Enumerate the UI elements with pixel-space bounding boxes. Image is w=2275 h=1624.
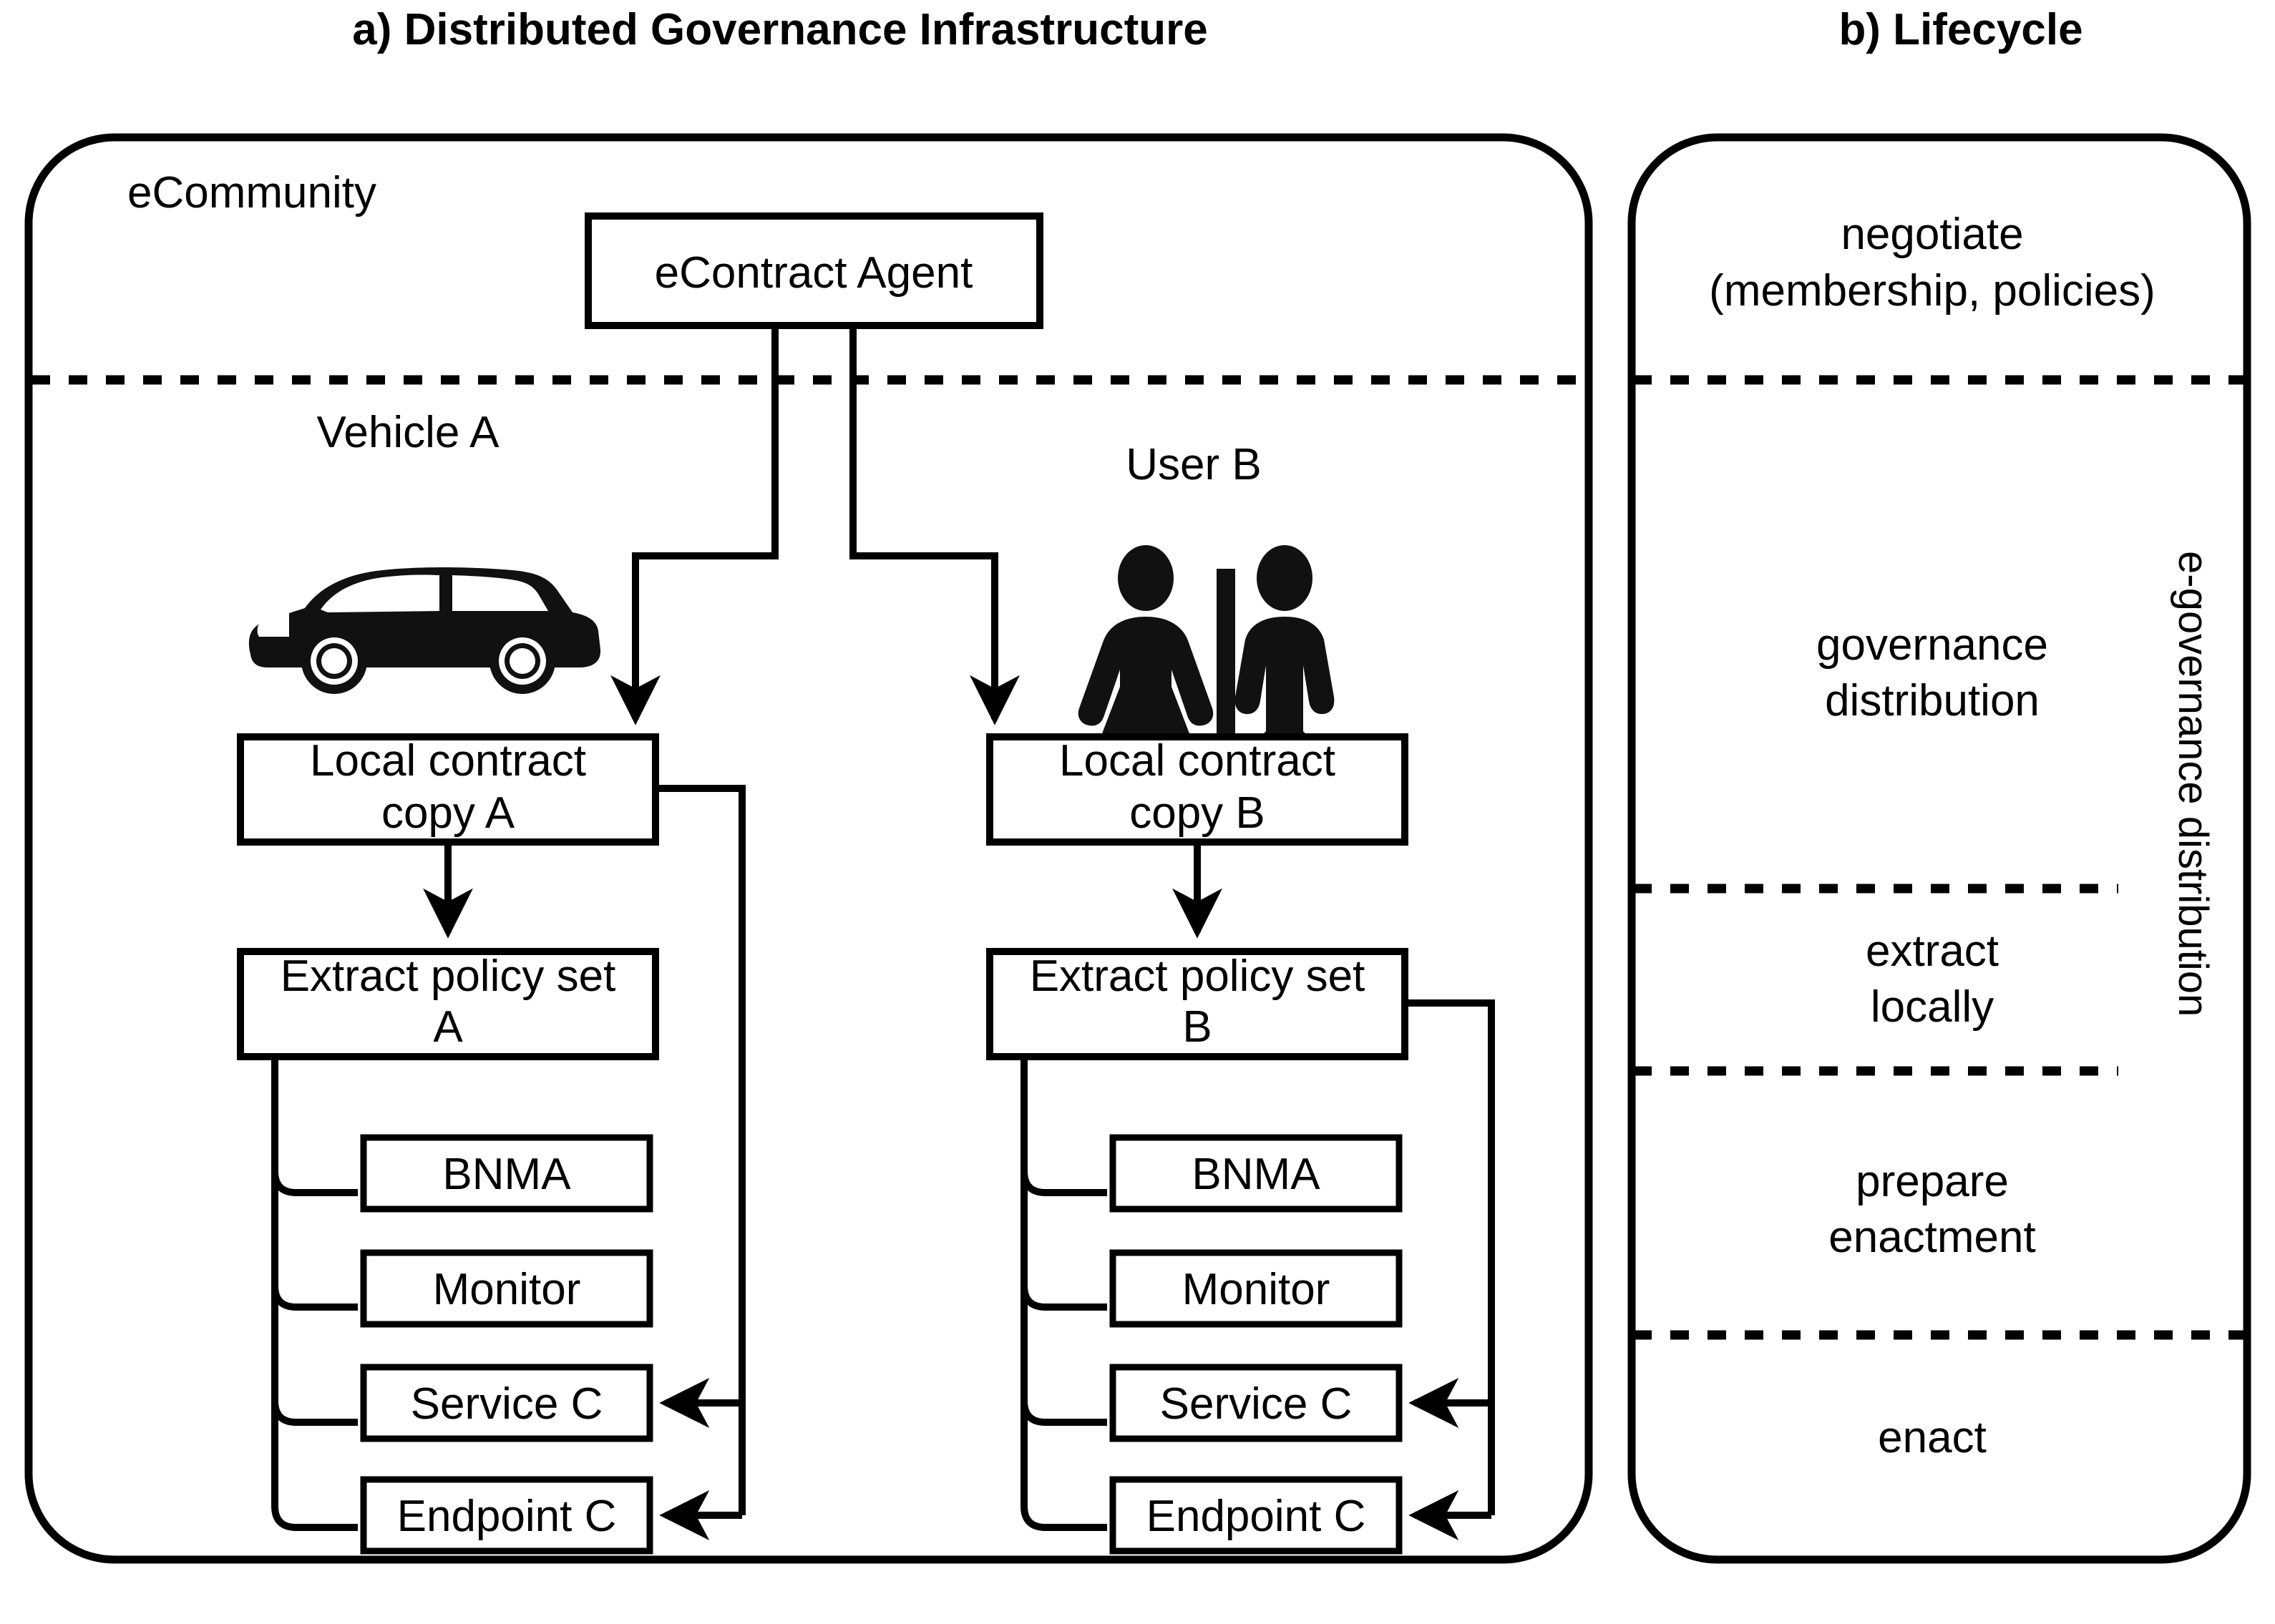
component-box-service-c-b[interactable] [1109, 1364, 1403, 1442]
local-contract-copy-b-line2: copy B [1129, 788, 1265, 838]
component-label-endpoint-c-b: Endpoint C [1146, 1492, 1366, 1541]
local-contract-copy-b-line1: Local contract [1059, 736, 1335, 786]
left-panel-title: a) Distributed Governance Infrastructure [352, 5, 1208, 54]
local-contract-copy-a-line1: Local contract [310, 736, 586, 786]
local-contract-copy-a-box[interactable] [237, 733, 659, 846]
component-box-bnma-a[interactable] [360, 1134, 653, 1213]
extract-policy-set-b-line1: Extract policy set [1030, 952, 1365, 1001]
component-box-monitor-a[interactable] [360, 1249, 653, 1328]
right-panel-title: b) Lifecycle [1838, 5, 2082, 54]
econtract-agent-label: eContract Agent [655, 248, 973, 298]
component-label-service-c-a: Service C [411, 1379, 603, 1429]
lifecycle-stage-extract-line1: extract [1866, 926, 1999, 976]
car-icon [248, 567, 601, 694]
local-contract-copy-b-box[interactable] [986, 733, 1408, 846]
lifecycle-stage-extract-line2: locally [1871, 982, 1994, 1032]
agent-to-contract-b-connector [849, 326, 1020, 725]
extract-policy-set-a-line2: A [433, 1002, 463, 1052]
e-governance-distribution-side-label: e-governance distribution [2170, 551, 2216, 1017]
component-box-bnma-b[interactable] [1109, 1134, 1403, 1213]
component-label-bnma-b: BNMA [1192, 1150, 1320, 1199]
extract-policy-set-b-line2: B [1182, 1002, 1212, 1052]
extract-b-branch-service [1020, 1400, 1107, 1426]
extract-a-branch-bnma [271, 1170, 358, 1196]
extract-a-branch-service [271, 1400, 358, 1426]
local-contract-copy-a-line2: copy A [381, 788, 515, 838]
actor-label-vehicle-a: Vehicle A [316, 408, 500, 457]
component-label-monitor-a: Monitor [433, 1265, 581, 1314]
extract-policy-set-b-box[interactable] [986, 948, 1408, 1060]
lifecycle-container [1627, 133, 2251, 1564]
component-label-bnma-a: BNMA [442, 1150, 571, 1199]
component-box-service-c-a[interactable] [360, 1364, 653, 1442]
component-box-endpoint-c-a[interactable] [360, 1476, 653, 1555]
component-label-service-c-b: Service C [1160, 1379, 1353, 1429]
component-label-endpoint-c-a: Endpoint C [397, 1492, 617, 1541]
lifecycle-stage-enact-line1: enact [1878, 1413, 1987, 1462]
component-box-endpoint-c-b[interactable] [1109, 1476, 1403, 1555]
component-box-monitor-b[interactable] [1109, 1249, 1403, 1328]
lifecycle-stage-governance-line1: governance [1816, 620, 2048, 670]
extract-policy-set-a-line1: Extract policy set [281, 952, 616, 1001]
actor-label-user-b: User B [1126, 440, 1261, 489]
agent-to-contract-a-connector [610, 326, 779, 725]
extract-b-spine [1020, 1057, 1107, 1531]
lifecycle-stage-prepare-line1: prepare [1856, 1157, 2009, 1206]
lifecycle-stage-prepare-line2: enactment [1828, 1213, 2036, 1262]
lifecycle-stage-negotiate-line1: negotiate [1841, 210, 2023, 259]
econtract-agent-box[interactable] [585, 212, 1043, 329]
ecommunity-label: eCommunity [127, 168, 376, 217]
component-label-monitor-b: Monitor [1182, 1265, 1330, 1314]
extract-policy-set-a-box[interactable] [237, 948, 659, 1060]
ecommunity-container [24, 133, 1593, 1564]
lifecycle-stage-negotiate-line2: (membership, policies) [1709, 266, 2155, 315]
contract-a-feedback-bus [656, 785, 746, 1515]
extract-a-spine [271, 1057, 358, 1531]
extract-b-branch-bnma [1020, 1170, 1107, 1196]
extract-b-branch-monitor [1020, 1285, 1107, 1311]
extract-b-feedback-bus [1405, 999, 1495, 1515]
lifecycle-stage-governance-line2: distribution [1825, 676, 2040, 725]
extract-a-branch-monitor [271, 1285, 358, 1311]
